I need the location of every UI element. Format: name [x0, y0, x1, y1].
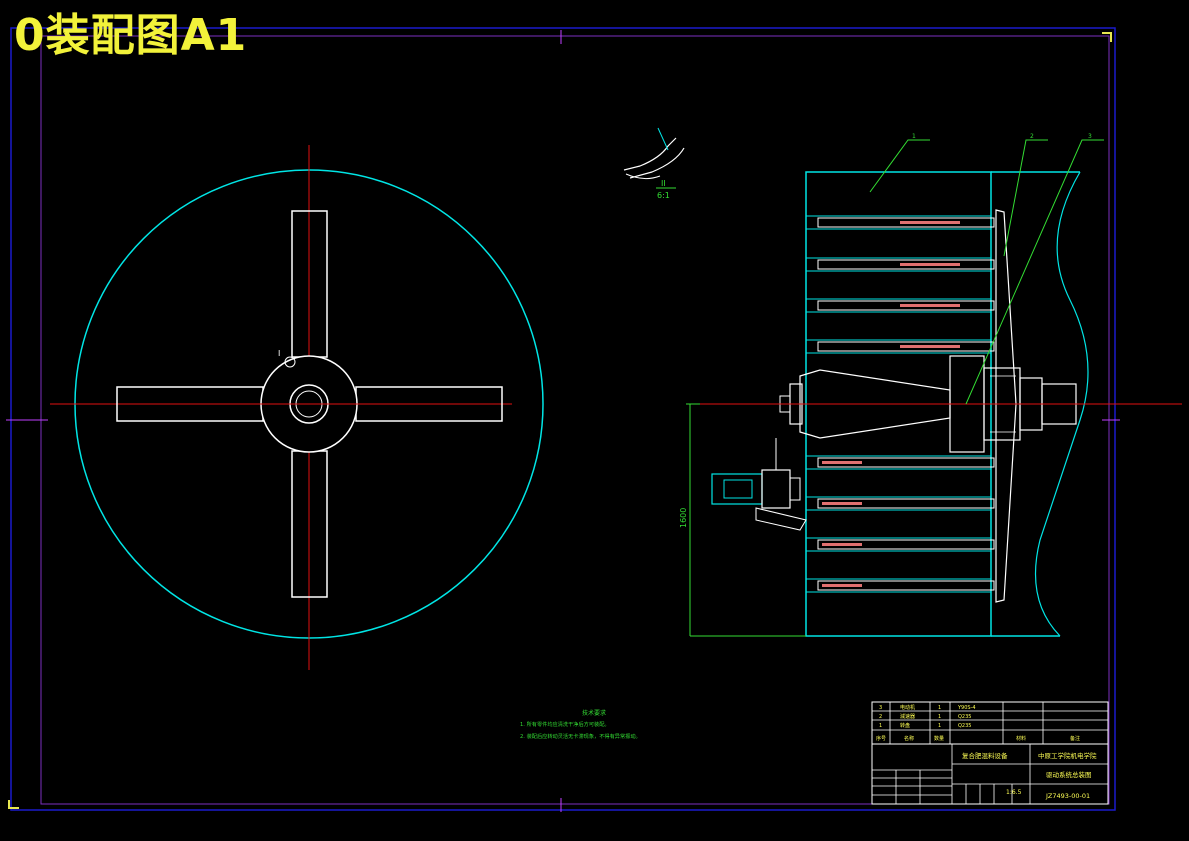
- page-title: 0装配图A1: [14, 10, 248, 61]
- side-view-assembly: [686, 171, 1182, 637]
- bom-table: 3 电动机 1 Y90S-4 2 減速器 1 Q235 1 转盘 1 Q235 …: [876, 704, 1080, 742]
- detail-view-label: II: [661, 179, 666, 188]
- bom-row-name: 转盘: [900, 722, 910, 729]
- leader-lines: [869, 139, 1104, 405]
- drawing-scale: 1:6.5: [1006, 789, 1022, 796]
- leader-label-1: 1: [912, 133, 916, 140]
- bom-row-name: 減速器: [900, 713, 915, 720]
- notes-heading: 技术要求: [582, 709, 606, 717]
- front-view-disc: [50, 145, 544, 670]
- bom-header: 材料: [1016, 735, 1026, 742]
- bom-row-no: 2: [879, 714, 882, 720]
- bom-row-qty: 1: [938, 705, 941, 711]
- notes-item: 2. 装配后应转动灵活无卡滞现象，不得有异常振动。: [520, 732, 641, 740]
- section-label: I: [278, 349, 280, 358]
- part-name: 复合肥混料设备: [962, 751, 1008, 760]
- bom-header: 数量: [934, 735, 944, 742]
- bom-header: 名称: [904, 735, 914, 742]
- bom-row-qty: 1: [938, 723, 941, 729]
- bom-row-no: 3: [879, 705, 882, 711]
- bom-header: 备注: [1070, 735, 1080, 742]
- bom-row-material: Q235: [958, 723, 971, 729]
- drawing-frame: [6, 27, 1120, 812]
- bom-header: 序号: [876, 735, 886, 742]
- detail-view-scale: 6:1: [657, 191, 670, 200]
- dimension-label: 1600: [679, 508, 688, 528]
- drawing-number: JZ7493-00-01: [1045, 792, 1090, 800]
- title-block: [871, 701, 1109, 805]
- drawing-title: 驱动系统总装图: [1046, 770, 1092, 779]
- notes-item: 1. 所有零件均应清洗干净后方可装配。: [520, 720, 610, 728]
- school-name: 中原工学院机电学院: [1038, 751, 1097, 760]
- bom-row-no: 1: [879, 723, 882, 729]
- bom-row-name: 电动机: [900, 704, 915, 711]
- leader-label-3: 3: [1088, 133, 1092, 140]
- bom-row-material: Y90S-4: [957, 705, 976, 711]
- bom-row-qty: 1: [938, 714, 941, 720]
- leader-label-2: 2: [1030, 133, 1034, 140]
- bom-row-material: Q235: [958, 714, 971, 720]
- detail-view-sketch: [623, 127, 685, 189]
